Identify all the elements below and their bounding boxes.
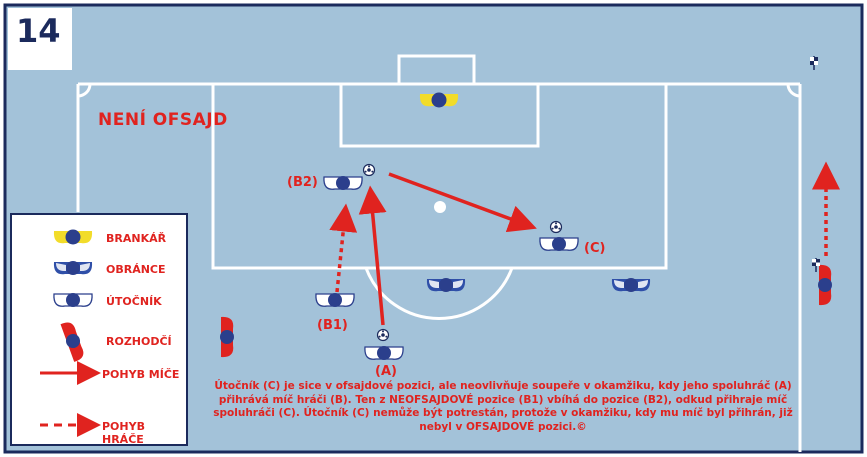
legend-goalkeeper-icon [54, 230, 92, 245]
attacker-c-icon [540, 237, 578, 251]
legend-ball-movement-label: POHYB MÍČE [102, 368, 179, 381]
diagram-number: 14 [16, 12, 61, 50]
legend-attacker-icon [54, 293, 92, 307]
attacker-b1-icon [316, 293, 354, 307]
label-b2: (B2) [287, 175, 318, 190]
legend-defender-icon [54, 261, 92, 275]
label-b1: (B1) [317, 318, 348, 333]
legend-referee-icon [60, 320, 87, 363]
label-a: (A) [375, 364, 397, 379]
attacker-b2-icon [324, 176, 362, 190]
defender-icon [612, 278, 650, 292]
label-c: (C) [584, 241, 605, 256]
legend-attacker-label: ÚTOČNÍK [106, 295, 162, 308]
legend-icons [10, 213, 188, 446]
legend-referee-label: ROZHODČÍ [106, 335, 172, 348]
page-title: NENÍ OFSAJD [98, 110, 228, 130]
legend-goalkeeper-label: BRANKÁŘ [106, 232, 166, 245]
legend-player-movement-label: POHYB HRÁČE [102, 420, 186, 446]
ball-icon [551, 222, 562, 233]
attacker-a-icon [365, 346, 403, 360]
penalty-spot [434, 201, 446, 213]
referee-icon [220, 317, 234, 357]
assistant-referee-icon [818, 265, 832, 305]
caption-text: Útočník (C) je sice v ofsajdové pozici, … [208, 380, 798, 434]
goalkeeper-icon [420, 93, 458, 108]
legend-box: BRANKÁŘ OBRÁNCE ÚTOČNÍK ROZHODČÍ POHYB M… [10, 213, 188, 446]
ball-icon [378, 330, 389, 341]
defender-icon [427, 278, 465, 292]
ball-icon [364, 165, 375, 176]
legend-defender-label: OBRÁNCE [106, 263, 166, 276]
